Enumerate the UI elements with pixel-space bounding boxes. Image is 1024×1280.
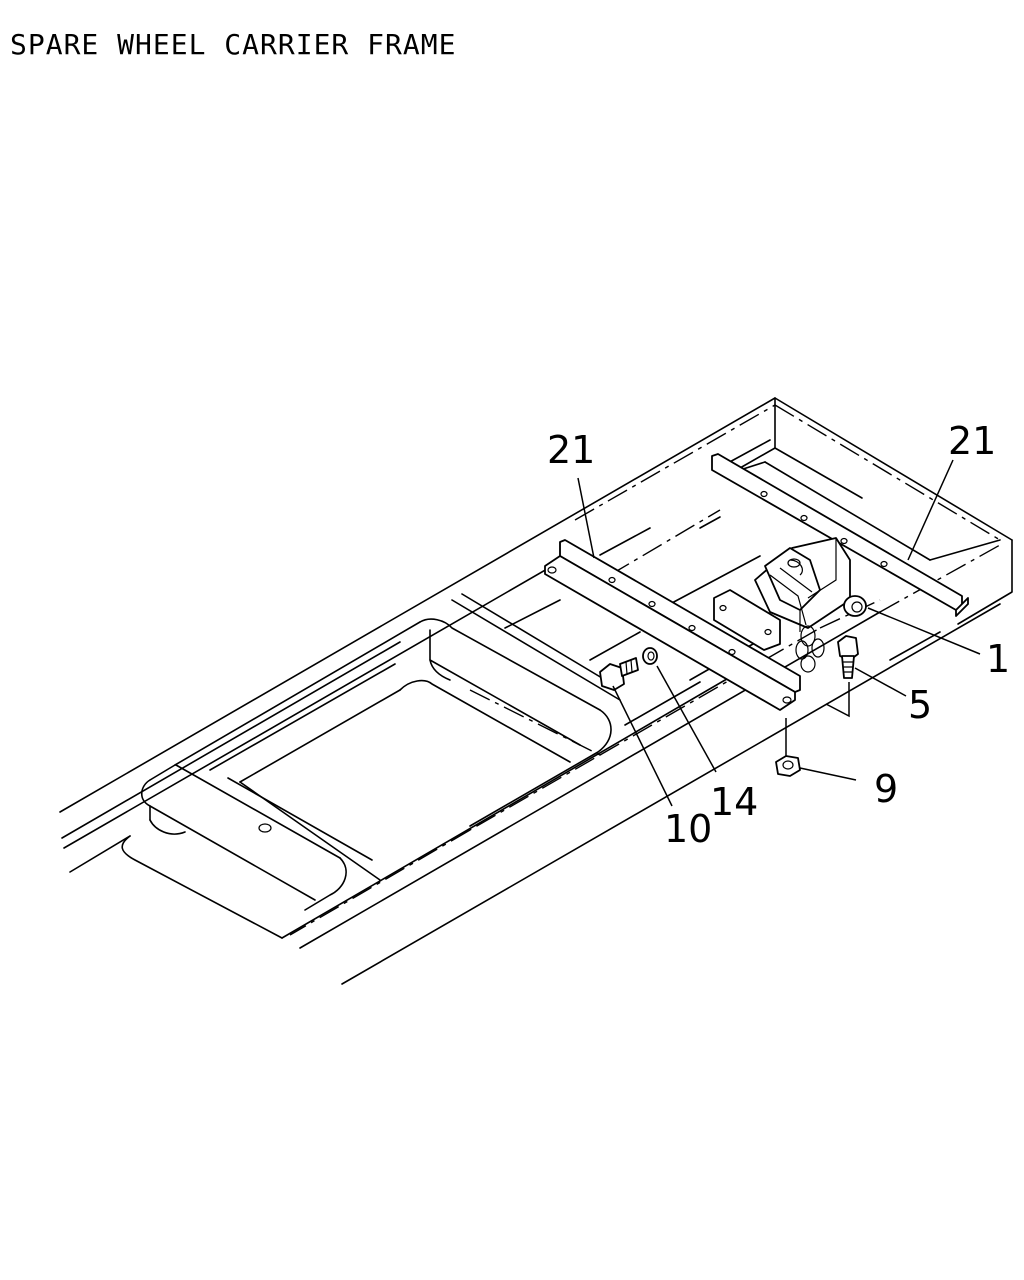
callout-10: 10 xyxy=(664,807,712,851)
callout-1: 1 xyxy=(986,637,1010,681)
diagram-title: SPARE WHEEL CARRIER FRAME xyxy=(10,28,457,61)
bolt-part-5 xyxy=(837,635,859,679)
callout-14: 14 xyxy=(710,780,758,824)
leader-lines xyxy=(577,459,981,807)
nut-part-9 xyxy=(775,755,801,777)
bracket-part-21-left xyxy=(544,539,801,711)
vehicle-frame xyxy=(59,397,1013,985)
callout-21-left: 21 xyxy=(547,428,595,472)
carrier-body-part-1 xyxy=(713,537,867,673)
callout-9: 9 xyxy=(874,767,898,811)
bolt-part-10 xyxy=(599,657,639,691)
washer-part-14 xyxy=(642,647,658,665)
callout-labels: 21 21 1 5 9 14 10 xyxy=(547,419,1010,851)
callout-21-right: 21 xyxy=(948,419,996,463)
bracket-part-21-right xyxy=(711,453,969,617)
callout-5: 5 xyxy=(908,683,932,727)
